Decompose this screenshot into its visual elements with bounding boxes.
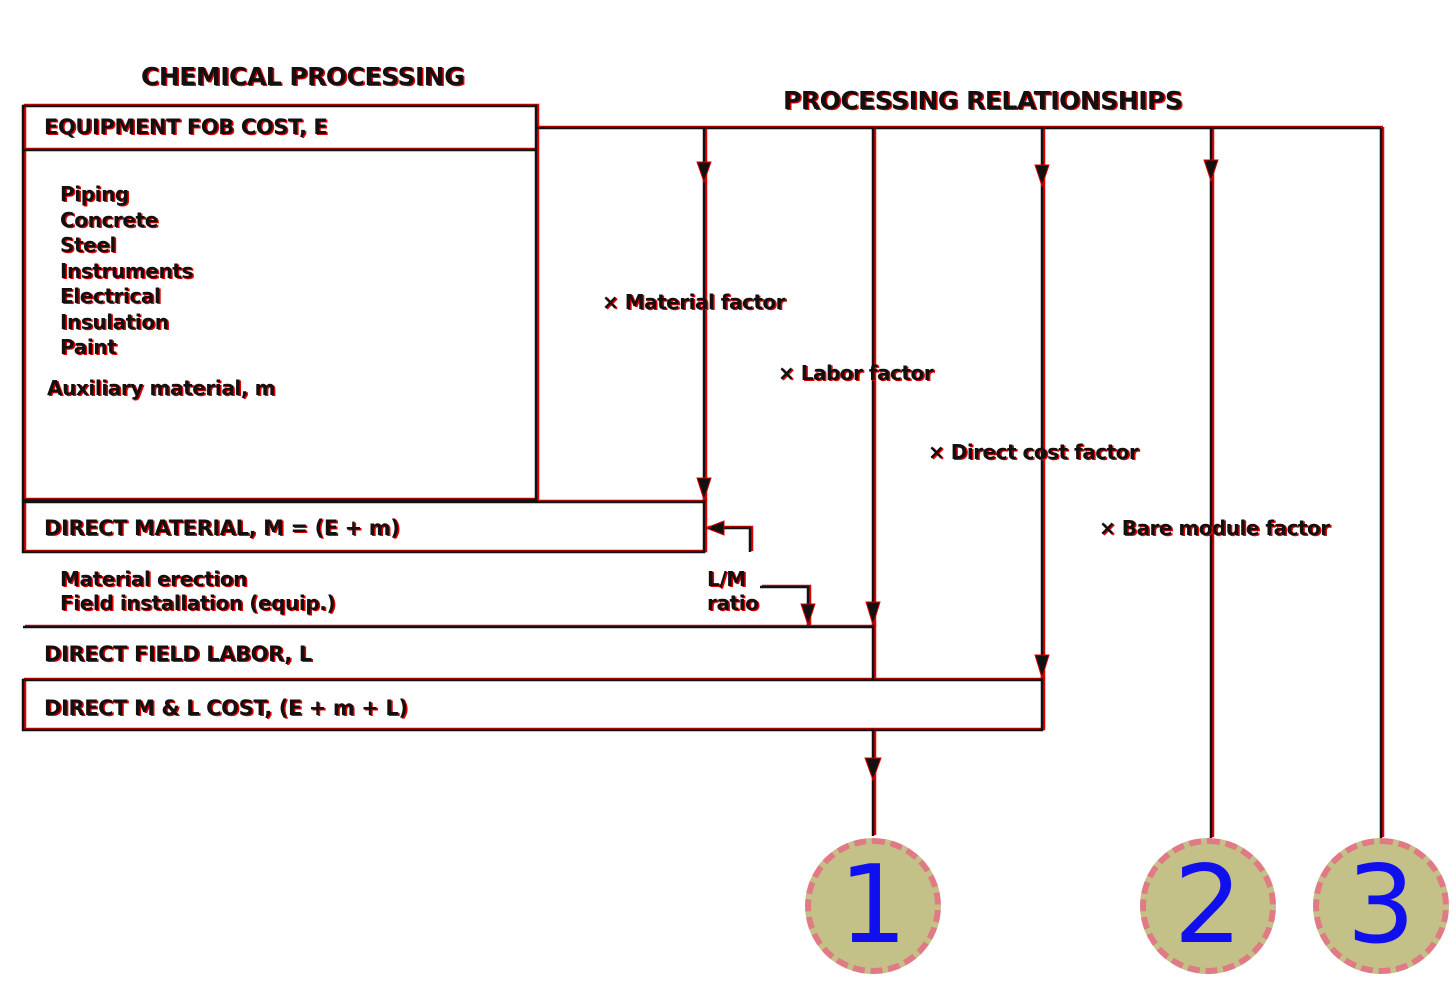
direct-cost-factor-label: × Direct cost factor [928, 440, 1139, 464]
auxiliary-material-label: Auxiliary material, m [47, 376, 276, 400]
aux-item-instruments: Instruments [60, 258, 193, 283]
direct-field-labor-label: DIRECT FIELD LABOR, L [44, 642, 312, 666]
lm-ratio-line-2: ratio [707, 591, 759, 615]
labor-item-material-erection: Material erection [60, 567, 247, 591]
aux-item-paint: Paint [60, 335, 117, 359]
arrowhead-direct-cost-bottom [1034, 654, 1050, 680]
arrowhead-lm-to-labor [800, 603, 816, 627]
aux-item-insulation: Insulation [60, 309, 169, 334]
aux-item-concrete: Concrete [60, 207, 158, 232]
aux-item-steel: Steel [60, 233, 116, 257]
arrowhead-to-badge-1 [864, 757, 882, 782]
bare-module-factor-label: × Bare module factor [1099, 516, 1330, 540]
arrowhead-bare-module [1203, 159, 1219, 183]
equipment-box [23, 106, 536, 500]
processing-relationships-heading: PROCESSING RELATIONSHIPS [783, 86, 1183, 115]
direct-ml-cost-label: DIRECT M & L COST, (E + m + L) [44, 696, 408, 720]
badge-2: 2 [1140, 838, 1276, 974]
badge-1: 1 [805, 838, 941, 974]
aux-item-piping: Piping [60, 182, 129, 206]
aux-item-electrical: Electrical [60, 284, 161, 308]
lm-ratio-arrow-to-material [706, 528, 750, 552]
arrowhead-lm-to-material [704, 520, 725, 536]
material-factor-label: × Material factor [602, 290, 786, 314]
lm-ratio-line-1: L/M [707, 567, 746, 591]
direct-material-box [23, 502, 704, 552]
arrowhead-material-bottom [696, 477, 712, 502]
badge-3: 3 [1313, 838, 1449, 974]
lm-ratio-arrow-to-labor [760, 587, 808, 627]
chemical-processing-heading: CHEMICAL PROCESSING [141, 62, 465, 91]
labor-item-field-installation: Field installation (equip.) [60, 591, 336, 615]
arrowhead-direct-cost-top [1034, 164, 1050, 188]
direct-ml-cost-box [23, 680, 1042, 730]
arrowhead-material-top [696, 161, 712, 184]
labor-factor-label: × Labor factor [778, 361, 934, 385]
equipment-cost-label: EQUIPMENT FOB COST, E [44, 115, 328, 139]
arrowhead-labor [865, 601, 881, 627]
direct-material-label: DIRECT MATERIAL, M = (E + m) [44, 516, 400, 540]
auxiliary-items-list: Piping Concrete Steel Instruments Electr… [60, 182, 193, 361]
